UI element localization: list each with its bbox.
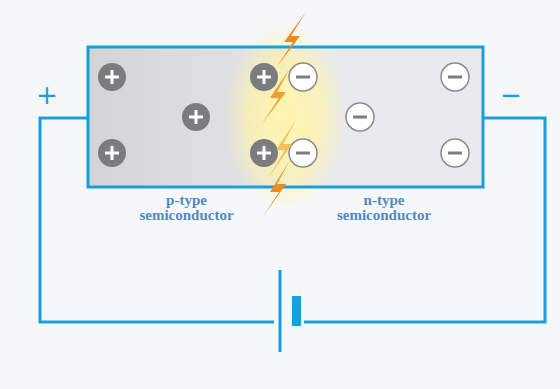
- electron-charge: [441, 139, 469, 167]
- semiconductor-outline: [88, 47, 483, 187]
- battery-plate-short: [292, 296, 301, 326]
- electron-charge: [289, 63, 317, 91]
- hole-charge: [98, 139, 126, 167]
- electron-charge: [289, 139, 317, 167]
- region-label: n-type semiconductor: [328, 193, 440, 223]
- region-label: p-type semiconductor: [131, 193, 243, 223]
- electron-charge: [346, 103, 374, 131]
- terminal-sign: +: [36, 82, 58, 108]
- electron-charge: [441, 63, 469, 91]
- hole-charge: [98, 63, 126, 91]
- hole-charge: [250, 63, 278, 91]
- hole-charge: [182, 103, 210, 131]
- terminal-sign: −: [500, 82, 522, 108]
- charge-carriers: [98, 63, 469, 167]
- battery-plate-long: [279, 270, 282, 352]
- hole-charge: [250, 139, 278, 167]
- junction-glow: [225, 22, 345, 212]
- p-type-region: p-type semiconductor: [88, 47, 285, 242]
- n-type-region: n-type semiconductor: [285, 47, 483, 242]
- spark: [262, 12, 306, 218]
